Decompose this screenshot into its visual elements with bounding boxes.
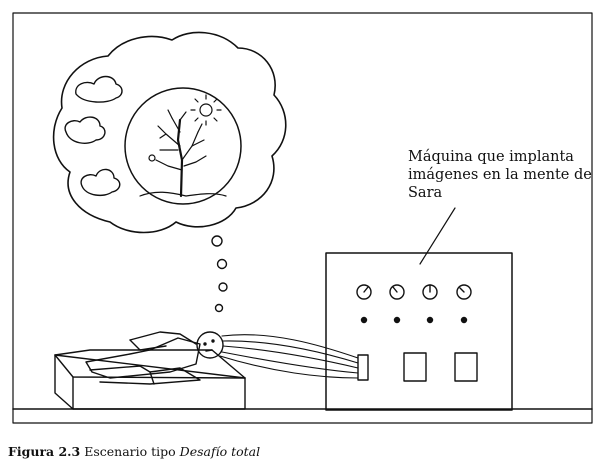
caption-figure-number: Figura 2.3 xyxy=(8,444,81,459)
dream-circle xyxy=(124,87,242,205)
wires xyxy=(219,334,359,379)
dial-icon xyxy=(389,284,405,300)
machine-panel xyxy=(454,352,478,382)
pointer-line xyxy=(419,207,456,265)
thought-bubble-4 xyxy=(214,303,224,313)
tree-icon xyxy=(139,109,227,198)
figure-caption: Figura 2.3 Escenario tipo Desafío total xyxy=(8,444,260,459)
small-cloud-1 xyxy=(75,75,123,103)
machine-label-line-1: Máquina que implanta xyxy=(408,149,574,165)
sun-icon xyxy=(190,94,222,126)
dial-icon xyxy=(356,284,372,300)
small-cloud-3 xyxy=(80,168,121,197)
dial-icon xyxy=(456,284,472,300)
indicator-light xyxy=(426,316,434,324)
machine-label-line-2: imágenes en la mente de xyxy=(408,167,592,183)
indicator-light xyxy=(393,316,401,324)
indicator-light xyxy=(460,316,468,324)
dial-icon xyxy=(422,284,438,300)
small-cloud-2 xyxy=(64,116,106,144)
thought-bubble-1 xyxy=(211,235,223,247)
thought-cloud xyxy=(52,31,287,234)
figure-frame xyxy=(12,12,593,424)
thought-bubble-2 xyxy=(216,258,228,270)
connector-plug xyxy=(357,354,369,381)
person xyxy=(85,331,224,385)
caption-text: Escenario tipo xyxy=(80,444,180,459)
machine-label: Máquina que implanta imágenes en la ment… xyxy=(408,148,603,202)
bed xyxy=(54,349,246,410)
machine xyxy=(325,252,513,411)
caption-title: Desafío total xyxy=(179,444,261,459)
machine-label-line-3: Sara xyxy=(408,185,443,201)
indicator-light xyxy=(360,316,368,324)
thought-bubble-3 xyxy=(218,282,228,292)
machine-panel xyxy=(403,352,427,382)
